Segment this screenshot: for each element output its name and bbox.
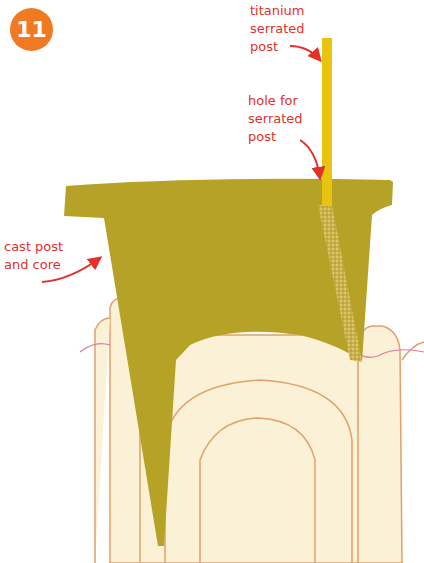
leader-arrow bbox=[300, 140, 320, 178]
part-label: hole for serrated post bbox=[248, 92, 320, 146]
part-label: cast post and core bbox=[4, 238, 80, 274]
callout-circle: 11 bbox=[10, 8, 53, 51]
adjacent-tooth bbox=[358, 326, 402, 563]
cast-post-core bbox=[64, 179, 393, 546]
leader-arrow bbox=[290, 46, 320, 60]
titanium-post bbox=[322, 38, 332, 206]
post-hole bbox=[318, 205, 362, 362]
part-label: titanium serrated post bbox=[250, 2, 322, 56]
callout-number: 11 bbox=[16, 17, 47, 42]
